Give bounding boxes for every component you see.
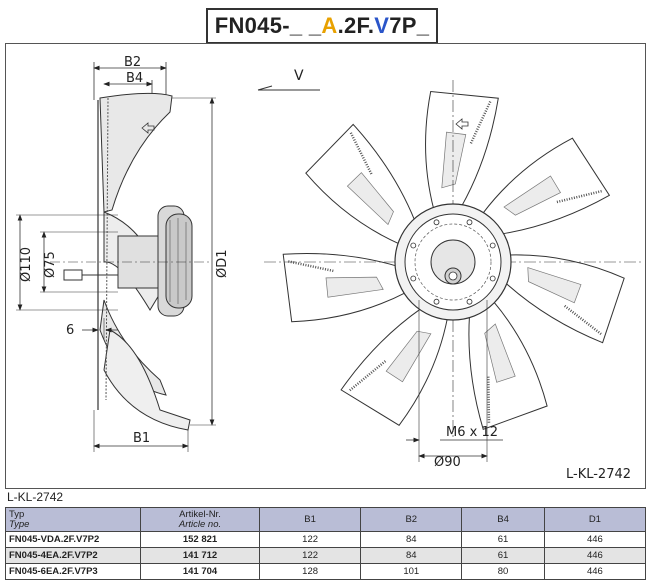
col-b1: B1: [258, 507, 362, 532]
view-direction-arrow: V: [257, 68, 320, 91]
cell-type: FN045-6EA.2F.V7P3: [5, 563, 141, 580]
cell-b4: 61: [461, 547, 545, 564]
cell-b2: 84: [360, 531, 463, 548]
blade-panel: [527, 267, 582, 304]
col-b2: B2: [360, 507, 463, 532]
dim-b1: B1: [133, 431, 150, 446]
hub-bolt: [466, 219, 473, 226]
cell-type: FN045-VDA.2F.V7P2: [5, 531, 141, 548]
col-b4: B4: [461, 507, 545, 532]
blade-panel: [484, 323, 516, 383]
hub-bolts: [410, 219, 496, 305]
col-article-de: Artikel-Nr.: [179, 508, 221, 520]
col-d1: D1: [543, 507, 647, 532]
drawing-ref-code: L-KL-2742: [566, 467, 631, 482]
cell-article: 152 821: [140, 531, 260, 548]
title-letter-v: V: [374, 13, 390, 38]
cell-d1: 446: [543, 547, 647, 564]
col-type-en: Type: [9, 518, 30, 530]
col-type-de: Typ: [9, 508, 25, 520]
technical-drawing: B2 B4 Ø110 Ø75 ØD1: [16, 55, 642, 482]
title-mid: .2F.: [337, 13, 375, 38]
hub-bolt: [433, 219, 440, 226]
dim-m6: M6 x 12: [446, 425, 498, 440]
blade-serration: [563, 304, 603, 336]
dim-d90: Ø90: [434, 455, 461, 470]
blade-serration: [286, 259, 334, 273]
hub-bolt: [410, 242, 417, 249]
table-header-row: Typ Type Artikel-Nr. Article no. B1 B2 B…: [5, 507, 647, 532]
cell-article: 141 712: [140, 547, 260, 564]
hub-bolt: [410, 275, 417, 282]
cell-d1: 446: [543, 531, 647, 548]
drawing-caption: L-KL-2742: [7, 490, 64, 504]
blade-serration: [469, 99, 492, 144]
table-row: FN045-VDA.2F.V7P2 152 821 122 84 61 446: [5, 531, 647, 548]
blade-serration: [556, 189, 604, 204]
dim-b2: B2: [124, 55, 141, 70]
cell-article: 141 704: [140, 563, 260, 580]
cell-b1: 128: [258, 563, 362, 580]
front-view: M6 x 12 Ø90 L-KL-2742: [264, 80, 642, 482]
table-row: FN045-4EA.2F.V7P2 141 712 122 84 61 446: [5, 547, 647, 564]
cell-d1: 446: [543, 563, 647, 580]
cell-b4: 61: [461, 531, 545, 548]
fan-blade: [504, 254, 625, 344]
col-type: Typ Type: [5, 507, 141, 532]
cell-b2: 101: [360, 563, 463, 580]
cell-type: FN045-4EA.2F.V7P2: [5, 547, 141, 564]
cell-b1: 122: [258, 531, 362, 548]
blade-serration: [487, 376, 491, 425]
blade-panel: [325, 276, 384, 298]
dimension-table: Typ Type Artikel-Nr. Article no. B1 B2 B…: [5, 507, 647, 580]
blade-panel: [441, 131, 467, 189]
dim-b4: B4: [126, 71, 143, 86]
cell-b2: 84: [360, 547, 463, 564]
title-suffix: 7P_: [389, 13, 430, 38]
cell-b1: 122: [258, 547, 362, 564]
hub-bolt: [433, 298, 440, 305]
col-article-en: Article no.: [178, 518, 222, 530]
side-view: B2 B4 Ø110 Ø75 ØD1: [16, 55, 230, 452]
blade-panel: [503, 175, 561, 216]
dim-d75: Ø75: [43, 251, 58, 278]
blade-serration: [348, 360, 387, 393]
hub-bolt: [489, 242, 496, 249]
dim-d1: ØD1: [215, 249, 230, 278]
dim-6: 6: [66, 323, 74, 338]
cell-b4: 80: [461, 563, 545, 580]
col-article: Artikel-Nr. Article no.: [140, 507, 260, 532]
title-prefix: FN045-_ _: [214, 13, 322, 38]
table-row: FN045-6EA.2F.V7P3 141 704 128 101 80 446: [5, 563, 647, 580]
hub-bolt: [466, 298, 473, 305]
title-letter-a: A: [321, 13, 338, 38]
drawing-frame: [5, 43, 646, 489]
blade-serration: [349, 131, 373, 175]
view-label: V: [294, 68, 304, 84]
dim-d110: Ø110: [19, 247, 34, 282]
hub-bolt: [489, 275, 496, 282]
blade-panel: [346, 172, 394, 226]
blade-panel: [385, 330, 432, 383]
fan-blades: [282, 90, 625, 430]
